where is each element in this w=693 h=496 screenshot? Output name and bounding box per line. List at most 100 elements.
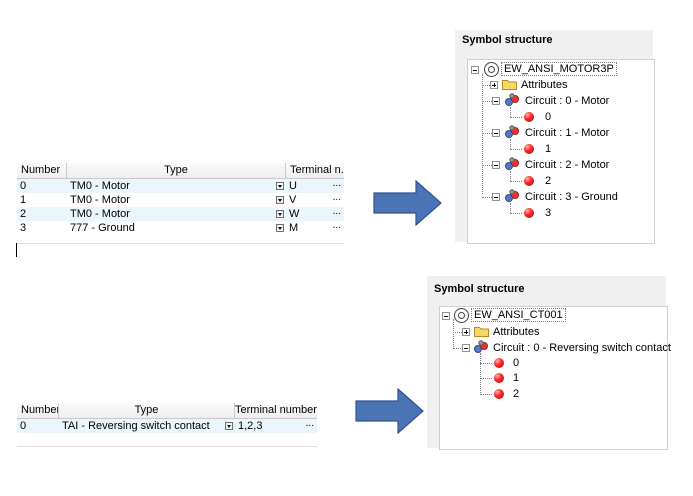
terminal-grid-motor: Number Type Terminal n... 0 TM0 - Motor …: [17, 163, 344, 244]
terminal-grid-contact: Number Type Terminal number 0 TAI - Reve…: [17, 403, 317, 447]
grid-body: 0 TAI - Reversing switch contact 1,2,3..…: [17, 418, 317, 433]
circuit-icon: [505, 93, 519, 106]
ellipsis-icon[interactable]: ...: [332, 178, 341, 189]
dropdown-icon[interactable]: [276, 182, 284, 190]
arrow-right-icon: [373, 180, 442, 226]
tree-node-circuit-2[interactable]: Circuit : 2 - Motor: [525, 159, 610, 171]
tree-node-terminal-2[interactable]: 2: [545, 175, 552, 187]
grid-body: 0 TM0 - Motor U... 1 TM0 - Motor V... 2 …: [17, 178, 344, 235]
terminal-ball-icon: [494, 389, 504, 399]
table-row[interactable]: 3 777 - Ground M...: [17, 220, 344, 235]
symbol-icon: [484, 62, 499, 77]
circuit-icon: [505, 157, 519, 170]
collapse-toggle[interactable]: [492, 97, 500, 105]
dropdown-icon[interactable]: [276, 224, 284, 232]
circuit-icon: [474, 340, 488, 353]
table-row[interactable]: 0 TM0 - Motor U...: [17, 178, 344, 193]
cell-terminal-text: U: [289, 180, 297, 192]
tree-node-circuit-1[interactable]: Circuit : 1 - Motor: [525, 127, 610, 139]
cell-terminal[interactable]: V...: [286, 192, 344, 207]
col-terminal-header[interactable]: Terminal number: [235, 404, 317, 416]
collapse-toggle[interactable]: [492, 161, 500, 169]
tree-node-attributes[interactable]: Attributes: [493, 326, 540, 338]
dropdown-icon[interactable]: [276, 210, 284, 218]
cell-type[interactable]: TM0 - Motor: [67, 207, 286, 221]
dropdown-icon[interactable]: [225, 422, 233, 430]
collapse-toggle[interactable]: [492, 129, 500, 137]
cell-number[interactable]: 1: [20, 194, 27, 206]
tree-node-circuit-3[interactable]: Circuit : 3 - Ground: [525, 191, 618, 203]
expand-toggle[interactable]: [490, 81, 498, 89]
tree-node-terminal-1[interactable]: 1: [513, 372, 520, 384]
cell-type-text: TM0 - Motor: [70, 180, 130, 192]
ellipsis-icon[interactable]: ...: [305, 418, 314, 429]
col-terminal-header[interactable]: Terminal n...: [290, 164, 344, 176]
tree-node-terminal-0[interactable]: 0: [513, 357, 520, 369]
cell-terminal[interactable]: U...: [286, 178, 344, 193]
symbol-structure-panel-motor: Symbol structure EW_ANSI_MOTOR3P Attribu…: [455, 30, 655, 244]
arrow-right-icon: [355, 388, 424, 434]
terminal-ball-icon: [524, 208, 534, 218]
symbol-icon: [454, 308, 469, 323]
cell-number[interactable]: 2: [20, 208, 27, 220]
col-type-header[interactable]: Type: [59, 403, 235, 418]
cell-type[interactable]: TAI - Reversing switch contact: [59, 419, 235, 433]
expand-toggle[interactable]: [462, 328, 470, 336]
cell-terminal-text: W: [289, 208, 300, 220]
cell-number[interactable]: 0: [20, 420, 27, 432]
panel-title: Symbol structure: [462, 34, 553, 46]
ellipsis-icon[interactable]: ...: [332, 220, 341, 231]
grid-header: Number Type Terminal n...: [17, 163, 344, 179]
cell-terminal-text: M: [289, 222, 299, 234]
symbol-structure-panel-contact: Symbol structure EW_ANSI_CT001 Attribute…: [427, 276, 671, 450]
symbol-tree: EW_ANSI_MOTOR3P Attributes Circuit : 0 -…: [467, 59, 655, 244]
cell-number[interactable]: 0: [20, 180, 27, 192]
col-number-header[interactable]: Number: [17, 403, 59, 418]
folder-icon: [474, 327, 489, 337]
cell-type[interactable]: 777 - Ground: [67, 221, 286, 235]
tree-node-circuit-0[interactable]: Circuit : 0 - Motor: [525, 95, 610, 107]
terminal-ball-icon: [494, 358, 504, 368]
terminal-ball-icon: [524, 112, 534, 122]
cell-type[interactable]: TM0 - Motor: [67, 193, 286, 207]
collapse-toggle[interactable]: [471, 66, 479, 74]
tree-node-root[interactable]: EW_ANSI_CT001: [471, 308, 566, 322]
symbol-tree: EW_ANSI_CT001 Attributes Circuit : 0 - R…: [439, 306, 671, 450]
dropdown-icon[interactable]: [276, 196, 284, 204]
grid-header: Number Type Terminal number: [17, 403, 317, 419]
col-number-header[interactable]: Number: [17, 163, 67, 178]
tree-node-terminal-1[interactable]: 1: [545, 143, 552, 155]
terminal-ball-icon: [524, 176, 534, 186]
ellipsis-icon[interactable]: ...: [332, 192, 341, 203]
tree-node-terminal-3[interactable]: 3: [545, 207, 552, 219]
cell-terminal[interactable]: M...: [286, 220, 344, 235]
collapse-toggle[interactable]: [492, 193, 500, 201]
tree-node-root[interactable]: EW_ANSI_MOTOR3P: [501, 62, 617, 76]
table-row[interactable]: 2 TM0 - Motor W...: [17, 206, 344, 221]
root-label: EW_ANSI_MOTOR3P: [501, 62, 617, 76]
cell-terminal[interactable]: W...: [286, 206, 344, 221]
table-row[interactable]: 0 TAI - Reversing switch contact 1,2,3..…: [17, 418, 317, 433]
terminal-ball-icon: [494, 373, 504, 383]
tree-node-attributes[interactable]: Attributes: [521, 79, 568, 91]
ellipsis-icon[interactable]: ...: [332, 206, 341, 217]
cell-terminal[interactable]: 1,2,3...: [235, 418, 317, 433]
cell-type-text: 777 - Ground: [70, 222, 135, 234]
terminal-ball-icon: [524, 144, 534, 154]
collapse-toggle[interactable]: [442, 312, 450, 320]
col-type-header[interactable]: Type: [67, 163, 286, 178]
tree-node-terminal-2[interactable]: 2: [513, 388, 520, 400]
tree-node-circuit-0[interactable]: Circuit : 0 - Reversing switch contact: [493, 342, 671, 354]
cell-type-text: TAI - Reversing switch contact: [62, 420, 210, 432]
panel-title: Symbol structure: [434, 283, 525, 295]
tree-node-terminal-0[interactable]: 0: [545, 111, 552, 123]
cell-type[interactable]: TM0 - Motor: [67, 179, 286, 193]
cell-number[interactable]: 3: [20, 222, 27, 234]
cell-type-text: TM0 - Motor: [70, 194, 130, 206]
circuit-icon: [505, 189, 519, 202]
cell-terminal-text: V: [289, 194, 297, 206]
collapse-toggle[interactable]: [462, 344, 470, 352]
table-row[interactable]: 1 TM0 - Motor V...: [17, 192, 344, 207]
text-cursor: [16, 243, 17, 257]
folder-icon: [502, 80, 517, 90]
